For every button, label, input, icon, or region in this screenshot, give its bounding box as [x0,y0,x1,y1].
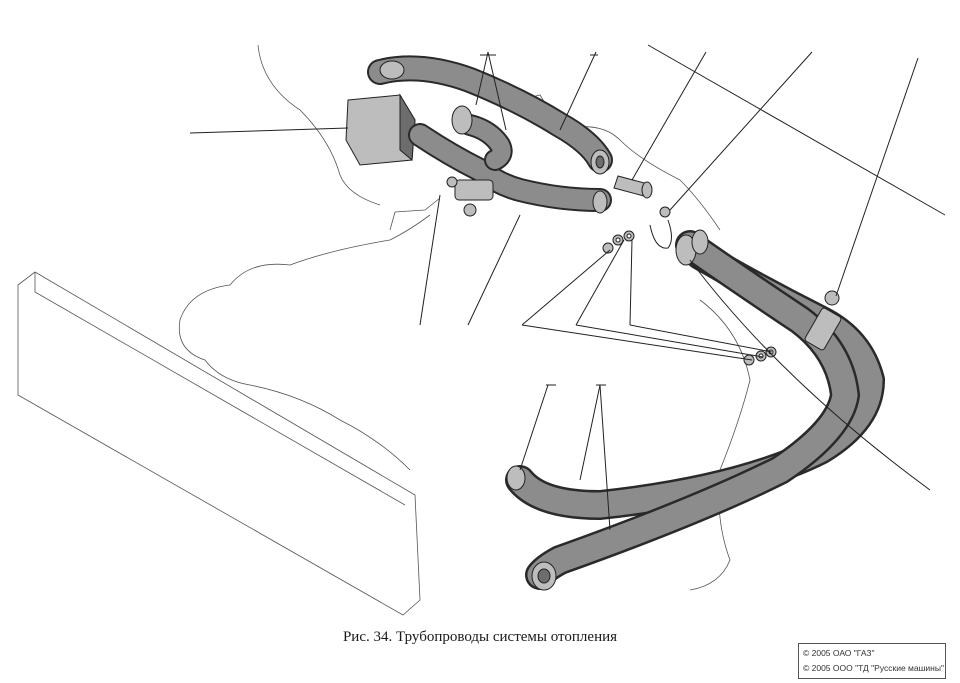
copyright-line-td: © 2005 ООО "ТД "Русские машины" [803,663,944,673]
heater-hoses [505,229,886,591]
copyright-box: © 2005 ОАО "ГАЗ" © 2005 ООО "ТД "Русские… [798,643,946,679]
engine-outline [17,44,751,616]
leader-lines [189,44,946,531]
heater-valve-assembly [345,55,613,217]
figure-caption: Рис. 34. Трубопроводы системы отопления [342,629,618,645]
fittings [602,175,777,366]
copyright-line-gaz: © 2005 ОАО "ГАЗ" [803,648,875,658]
